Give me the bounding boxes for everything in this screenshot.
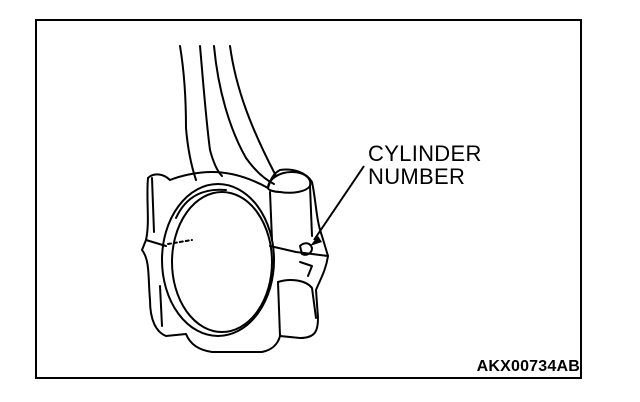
callout-line-2: NUMBER	[368, 164, 466, 189]
cap-parting-line	[145, 239, 329, 257]
leader-arrowhead	[310, 236, 322, 246]
callout-label: CYLINDER NUMBER	[368, 142, 482, 188]
callout-line-1: CYLINDER	[368, 141, 482, 166]
bearing-shell	[175, 188, 227, 219]
leader-line	[313, 165, 365, 241]
rod-shank-left-inner	[199, 45, 223, 177]
rod-shank-left	[179, 45, 197, 181]
figure-frame	[35, 19, 582, 379]
cap-parting-line-bore	[167, 239, 193, 245]
left-boss	[151, 177, 163, 327]
rod-shank-right-inner	[213, 45, 247, 159]
bearing-bore-inner	[171, 191, 273, 333]
figure-id: AKX00734AB	[476, 358, 580, 375]
bolt-boss-lower	[277, 279, 317, 319]
bearing-bore-outer	[161, 183, 275, 337]
cylinder-number-mark	[299, 242, 313, 256]
bolt-boss-body	[269, 185, 313, 241]
notch	[299, 261, 313, 277]
big-end-outline	[141, 168, 329, 353]
rod-shank-right	[229, 45, 277, 177]
rod-flare-right	[245, 157, 275, 185]
bolt-boss-lower-edge	[277, 281, 281, 337]
